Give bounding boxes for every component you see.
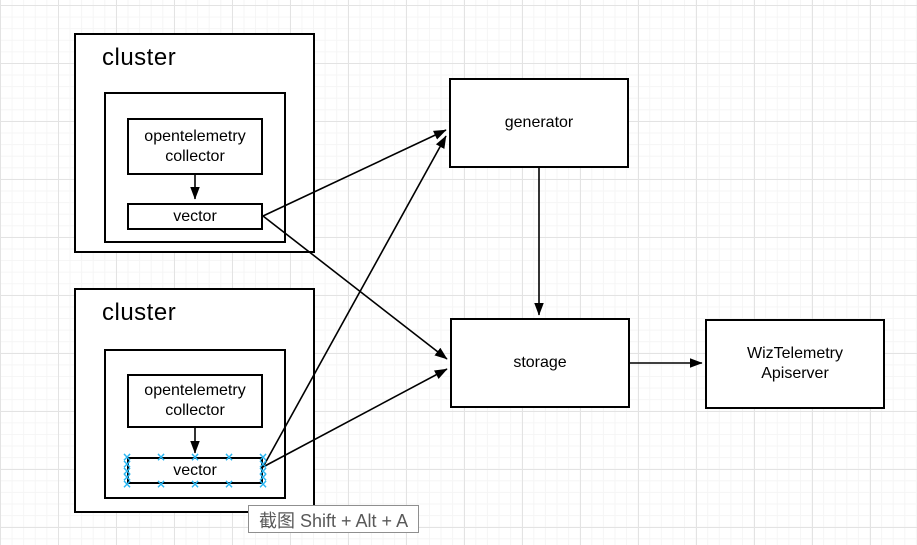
connection-point-icon[interactable]: ×	[121, 449, 133, 464]
node-collector-2[interactable]: opentelemetry collector	[127, 374, 263, 428]
node-storage[interactable]: storage	[450, 318, 630, 408]
node-apiserver[interactable]: WizTelemetry Apiserver	[705, 319, 885, 409]
connection-point-icon[interactable]: ×	[257, 463, 269, 478]
node-apiserver-label: WizTelemetry Apiserver	[746, 345, 843, 382]
connection-point-icon[interactable]: ×	[155, 476, 167, 491]
connection-point-icon[interactable]: ×	[121, 456, 133, 471]
connection-point-icon[interactable]: ×	[223, 476, 235, 491]
node-vector-1[interactable]: vector	[127, 203, 263, 230]
connection-point-icon[interactable]: ×	[257, 456, 269, 471]
connection-point-icon[interactable]: ×	[121, 469, 133, 484]
cluster-1-label: cluster	[102, 44, 177, 71]
connection-point-icon[interactable]: ×	[257, 476, 269, 491]
node-vector-1-label: vector	[173, 207, 217, 225]
edge-vector1-to-generator[interactable]	[262, 129, 447, 217]
edge-vector2-to-generator[interactable]	[262, 135, 447, 468]
connection-point-icon[interactable]: ×	[257, 469, 269, 484]
node-generator-label: generator	[504, 114, 574, 131]
connection-point-icon[interactable]: ×	[223, 449, 235, 464]
connection-point-icon[interactable]: ×	[155, 449, 167, 464]
node-vector-2[interactable]: vector	[127, 457, 263, 484]
connection-point-icon[interactable]: ×	[121, 476, 133, 491]
node-collector-2-label: opentelemetry collector	[144, 382, 246, 419]
vector-2-connection-points: × × × × × × × × × × × × × × × ×	[122, 451, 268, 490]
connection-point-icon[interactable]: ×	[189, 476, 201, 491]
edge-vector1-to-storage[interactable]	[262, 215, 448, 360]
connection-point-icon[interactable]: ×	[121, 463, 133, 478]
node-storage-label: storage	[513, 354, 567, 371]
screenshot-shortcut-tooltip: 截图 Shift + Alt + A	[248, 505, 420, 533]
connection-point-icon[interactable]: ×	[257, 449, 269, 464]
node-generator[interactable]: generator	[449, 78, 629, 168]
node-collector-1[interactable]: opentelemetry collector	[127, 118, 263, 175]
connection-point-icon[interactable]: ×	[189, 449, 201, 464]
node-collector-1-label: opentelemetry collector	[144, 127, 246, 165]
cluster-2-label: cluster	[102, 299, 177, 326]
screenshot-shortcut-label: 截图 Shift + Alt + A	[259, 511, 409, 531]
edge-vector2-to-storage[interactable]	[262, 368, 448, 468]
node-vector-2-label: vector	[173, 461, 217, 479]
